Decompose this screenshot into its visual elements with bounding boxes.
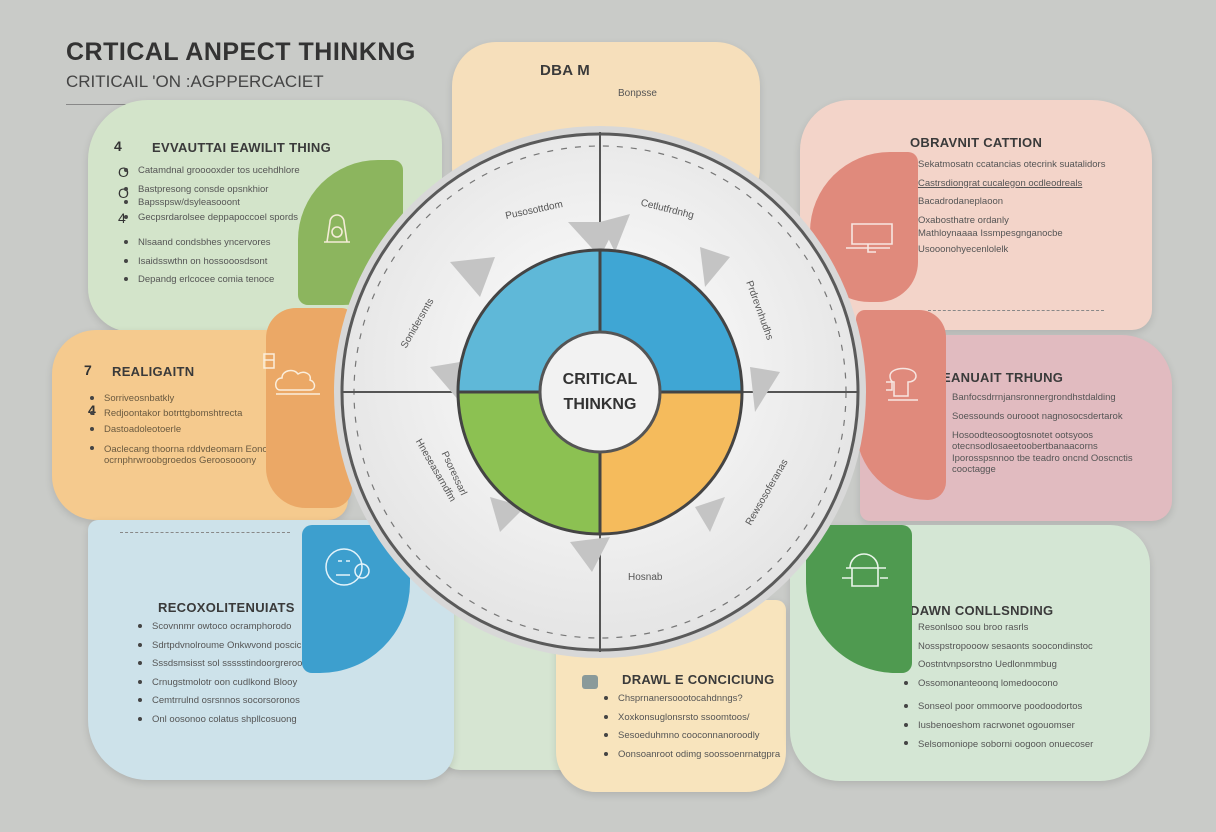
list-item: Resonlsoo sou broo rasrls bbox=[902, 623, 1132, 633]
step-number: 4 bbox=[114, 138, 122, 154]
panel-heading: RECOXOLITENUIATS bbox=[158, 600, 295, 615]
marker: 4 bbox=[88, 402, 96, 418]
top-panel-note: Bonpsse bbox=[618, 88, 657, 99]
center-label-line2: THINKNG bbox=[563, 395, 637, 413]
list-item: Bacadrodaneplaoon bbox=[902, 197, 1142, 207]
list-item: Oaclecang thoorna rddvdeomarn Eonot ocrn… bbox=[88, 444, 278, 468]
panel-heading: EVVAUTTAI EAWILIT THING bbox=[152, 140, 332, 155]
panel-heading: DAWN CONLLSNDING bbox=[910, 603, 1054, 618]
brain-icon bbox=[263, 353, 320, 395]
list-item: Mathloynaaaa Issmpesgnganocbe bbox=[902, 229, 1142, 239]
list-item: Bapsspsw/dsyleasooont bbox=[122, 198, 342, 208]
list-item: Hosoodteosoogtosnotet ootsyoos otecnsodl… bbox=[936, 430, 1156, 476]
divider bbox=[120, 532, 290, 533]
panel-heading: DRAWL E CONCICIUNG bbox=[622, 672, 775, 687]
panel-heading: EANUAIT TRHUNG bbox=[942, 370, 1064, 385]
list-item: Chsprnanersoootocahdnngs? bbox=[602, 694, 782, 704]
list-item: Oxabosthatre ordanly bbox=[902, 215, 1142, 226]
list-item: Dastoadoleotoerle bbox=[88, 425, 278, 435]
list-item: Sorriveosnbatkly bbox=[88, 394, 278, 404]
list-item: Redjoontakor botrttgbomshtrecta bbox=[88, 408, 278, 419]
center-label: CRITICAL THINKNG bbox=[540, 368, 660, 418]
list-item: Nosspstropooow sesaonts soocondinstoc bbox=[902, 641, 1132, 652]
page-title: CRTICAL ANPECT THINKNG bbox=[66, 38, 416, 66]
pot-icon bbox=[842, 553, 888, 587]
head-icon bbox=[886, 367, 918, 401]
list-item: Bastpresong consde opsnkhior bbox=[122, 184, 342, 195]
list-item: Nlsaand condsbhes yncervores bbox=[122, 238, 342, 248]
center-label-line1: CRITICAL bbox=[562, 371, 638, 388]
camera-icon bbox=[324, 214, 350, 243]
list-item: Banfocsdrrnjansronnergrondhstdalding bbox=[936, 393, 1156, 403]
list-item: Depandg erlcocee comia tenoce bbox=[122, 275, 342, 285]
list-item: Sekatmosatn ccatancias otecrink suatalid… bbox=[902, 160, 1142, 170]
list-item: Sonseol poor ommoorve poodoodortos bbox=[902, 702, 1132, 712]
list-item: Usooonohyecenlolelk bbox=[902, 244, 1142, 255]
list-item: Oostntvnpsorstno Uedlonmmbug bbox=[902, 660, 1132, 670]
critical-thinking-wheel bbox=[334, 126, 866, 658]
panel-heading: REALIGAITN bbox=[112, 364, 195, 379]
page-subtitle: CRITICAIL 'ON :AGPPERCACIET bbox=[66, 72, 324, 91]
list-item: Oonsoanroot odimg soossoenrnatgpra bbox=[602, 749, 782, 760]
list-item: Selsomoniope soborni oogoon onuecoser bbox=[902, 739, 1132, 751]
list-item: Sdrtpdvnolroume Onkwvond poscich bbox=[136, 640, 336, 651]
chart-icon bbox=[582, 675, 598, 689]
list-item: Castrsdiongrat cucalegon ocdleodreals bbox=[902, 178, 1142, 189]
list-item: Catamdnal grooooxder tos ucehdhlore bbox=[122, 166, 342, 176]
marker: O bbox=[118, 185, 129, 201]
red-leaf-tab bbox=[856, 310, 946, 500]
list-item: Xoxkonsuglonsrsto ssoomtoos/ bbox=[602, 712, 782, 723]
divider bbox=[928, 310, 1104, 311]
list-item: Onl oosonoo colatus shpllcosuong bbox=[136, 714, 336, 725]
laptop-icon bbox=[846, 223, 893, 253]
list-item: Crnugstmolotr oon cudlkond Blooy bbox=[136, 677, 336, 688]
list-item: Cemtrrulnd osrsnnos socorsoronos bbox=[136, 696, 336, 706]
list-item: Iusbenoeshom racrwonet ogouomser bbox=[902, 720, 1132, 731]
top-panel-heading: DBA M bbox=[540, 62, 591, 79]
marker: 4 bbox=[118, 210, 126, 226]
list-item: Gecpsrdarolsee deppapoccoel spords bbox=[122, 212, 342, 223]
list-item: Soessounds ourooot nagnosocsdertarok bbox=[936, 411, 1156, 422]
marker: O bbox=[118, 164, 129, 180]
face-icon bbox=[325, 548, 370, 586]
ring-label: Hosnab bbox=[628, 572, 663, 583]
list-item: Sesoeduhmno cooconnanoroodly bbox=[602, 731, 782, 741]
step-number: 7 bbox=[84, 362, 92, 378]
panel-heading: OBRAVNIT CATTION bbox=[910, 135, 1043, 150]
list-item: Scovnnmr owtoco ocramphorodo bbox=[136, 622, 336, 632]
list-item: Sssdsmsisst sol ssssstindoorgreroo bbox=[136, 659, 336, 669]
list-item: Isaidsswthn on hossooosdsont bbox=[122, 256, 342, 267]
list-item: Ossomonanteoonq lomedoocono bbox=[902, 678, 1132, 689]
